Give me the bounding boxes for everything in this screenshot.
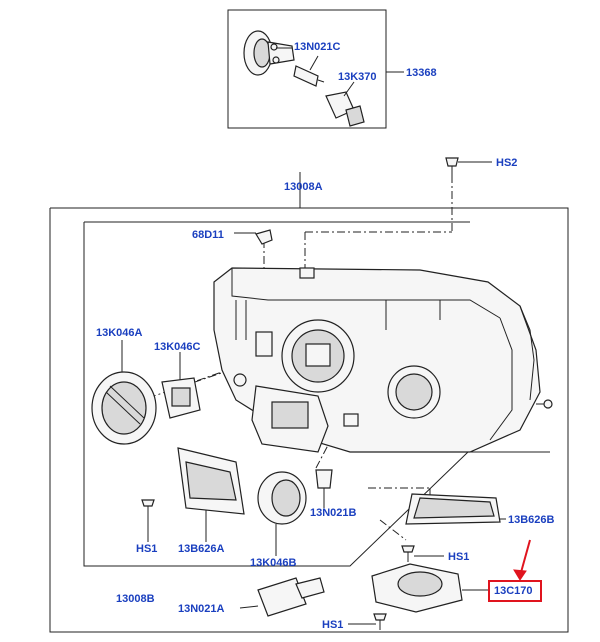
hs1-left-screw: [141, 499, 155, 516]
label-hs1-left: HS1: [136, 543, 157, 555]
68d11-plug: [255, 229, 273, 245]
13n021a-connector: [257, 577, 325, 617]
hs2-screw: [445, 157, 459, 176]
label-13c170: 13C170: [494, 585, 533, 597]
label-13k370: 13K370: [338, 71, 377, 83]
hs1-mid-screw: [401, 545, 415, 562]
label-13n021a: 13N021A: [178, 603, 225, 615]
label-13008b: 13008B: [116, 593, 155, 605]
highlight-13c170: [488, 539, 542, 602]
headlamp-housing: [213, 267, 553, 453]
arrowhead-icon: [513, 569, 527, 581]
label-hs1-mid: HS1: [448, 551, 469, 563]
hs1-bottom-screw: [373, 613, 387, 630]
label-hs1-bottom: HS1: [322, 619, 343, 631]
main-frame: [49, 172, 569, 633]
label-hs2: HS2: [496, 157, 517, 169]
callout-labels: 13N021C 13K370 13368 HS2 13008A 68D11 13…: [96, 41, 555, 631]
bulb-inset: [227, 9, 387, 129]
label-13b626b: 13B626B: [508, 514, 555, 526]
label-13008a: 13008A: [284, 181, 323, 193]
label-13n021b: 13N021B: [310, 507, 357, 519]
13k046c-gasket: [161, 377, 201, 419]
13b626a-ballast: [177, 447, 245, 515]
label-13b626a: 13B626A: [178, 543, 225, 555]
label-13n021c: 13N021C: [294, 41, 341, 53]
callout-leaders: [121, 47, 506, 625]
13k046b-cover: [257, 471, 307, 525]
label-13k046a: 13K046A: [96, 327, 143, 339]
label-13k046b: 13K046B: [250, 557, 297, 569]
highlight-box: [488, 580, 542, 602]
13n021b-bulb: [315, 469, 333, 502]
13b626b-ballast: [405, 493, 501, 525]
13c170-module: [371, 563, 463, 613]
highlight-arrow: [519, 539, 531, 577]
label-13368: 13368: [406, 67, 437, 79]
label-13k046c: 13K046C: [154, 341, 201, 353]
label-68d11: 68D11: [192, 229, 224, 241]
13k046a-cover: [91, 371, 157, 445]
